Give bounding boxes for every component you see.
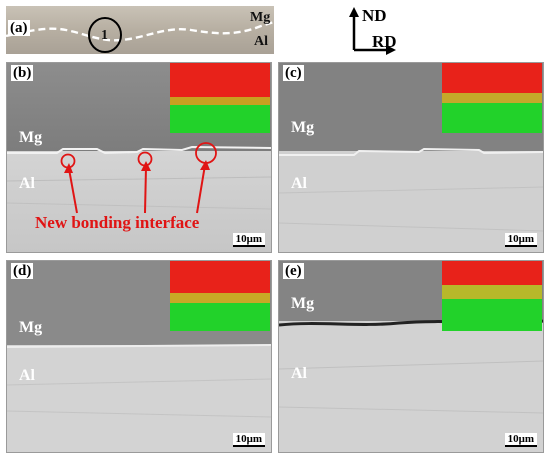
panel-c-al-label: Al [291, 175, 307, 192]
panel-d-mg-label: Mg [19, 319, 43, 336]
panel-b-eds-image [170, 63, 270, 133]
panel-e-al-label: Al [291, 365, 307, 382]
panel-e: (e) Mg Al 10μm [278, 260, 544, 453]
panel-b-mg-label: Mg [19, 129, 43, 146]
panel-b-al-label: Al [19, 175, 35, 192]
panel-d-sem-image [7, 261, 271, 452]
panel-e-scale-bar: 10μm [504, 433, 537, 447]
panel-e-eds-image [442, 261, 542, 331]
panel-d-label: (d) [11, 263, 34, 279]
panel-a-overview: (a) 1 Mg Al [6, 6, 274, 54]
panel-b-scale-bar: 10μm [232, 233, 265, 247]
axis-nd-label: ND [362, 6, 387, 25]
panel-b-annotation: New bonding interface [35, 213, 200, 232]
panel-c-label: (c) [283, 65, 304, 81]
panel-c: (c) Mg Al 10μm [278, 62, 544, 253]
panel-c-eds-map [442, 63, 542, 133]
panel-e-mg-label: Mg [291, 295, 315, 312]
panel-a-image [6, 6, 274, 54]
panel-c-mg-label: Mg [291, 119, 315, 136]
orientation-axes: ND RD [348, 6, 438, 56]
panel-d-scale-bar: 10μm [232, 433, 265, 447]
panel-a-mg-label: Mg [250, 10, 271, 25]
panel-a-al-label: Al [254, 34, 268, 49]
panel-e-label: (e) [283, 263, 304, 279]
orientation-arrows [349, 7, 396, 55]
panel-a-label: (a) [8, 20, 30, 36]
panel-d-eds-image [170, 261, 270, 331]
panel-d: (d) Mg Al 10μm [6, 260, 272, 453]
panel-b-label: (b) [11, 65, 34, 81]
panel-c-scale-bar: 10μm [504, 233, 537, 247]
panel-e-eds-map [442, 261, 542, 331]
axis-rd-label: RD [372, 32, 397, 51]
panel-a-marker: 1 [101, 28, 108, 43]
panel-b: (b) Mg Al New bonding interface 10μm [6, 62, 272, 253]
panel-b-eds-map [170, 63, 270, 133]
panel-b-sem-image [7, 63, 271, 252]
panel-c-eds-image [442, 63, 542, 133]
panel-d-al-label: Al [19, 367, 35, 384]
panel-d-eds-map [170, 261, 270, 331]
